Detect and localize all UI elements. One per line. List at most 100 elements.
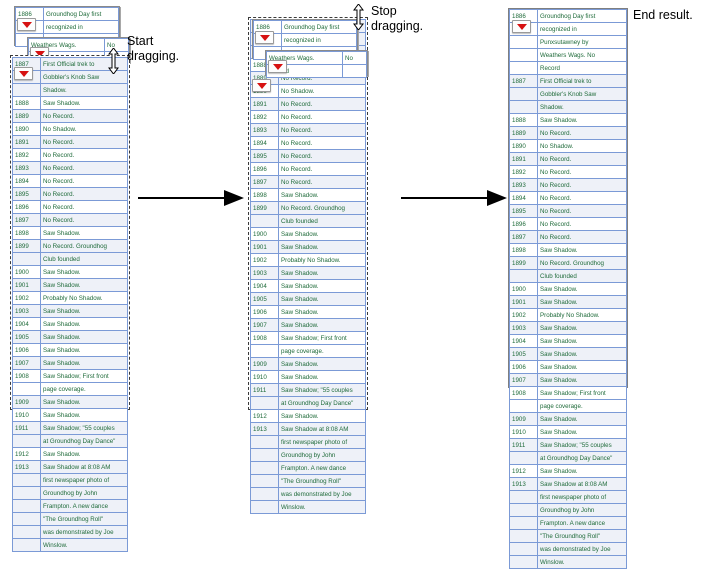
cell-year[interactable] xyxy=(250,214,279,228)
cell-text[interactable]: Saw Shadow. xyxy=(537,412,627,426)
cell-year[interactable] xyxy=(509,529,538,543)
cell-year[interactable]: 1892 xyxy=(250,110,279,124)
cell-year[interactable] xyxy=(12,83,41,97)
table-row[interactable]: 1886 Groundhog Day first xyxy=(253,20,357,34)
table-row[interactable]: Record xyxy=(509,61,627,75)
cell-year[interactable]: 1904 xyxy=(509,334,538,348)
cell-year[interactable]: 1891 xyxy=(12,135,41,149)
cell-year[interactable]: 1897 xyxy=(509,230,538,244)
cell-year[interactable]: 1888 xyxy=(12,96,41,110)
cell-text[interactable]: at Groundhog Day Dance" xyxy=(278,396,366,410)
cell-year[interactable]: 1910 xyxy=(250,370,279,384)
cell-year[interactable]: 1905 xyxy=(250,292,279,306)
cell-text[interactable]: No Record. xyxy=(278,110,366,124)
table-row[interactable]: "The Groundhog Roll" xyxy=(12,512,128,526)
red-triangle-dropdown-icon[interactable] xyxy=(255,31,274,44)
cell-year[interactable]: 1903 xyxy=(12,304,41,318)
cell-text[interactable]: No Record. Groundhog xyxy=(40,239,128,253)
cell-text[interactable]: Gobbler's Knob Saw xyxy=(537,87,627,101)
table-row[interactable]: Groundhog by John xyxy=(12,486,128,500)
cell-text[interactable]: page coverage. xyxy=(537,399,627,413)
cell-year[interactable]: 1894 xyxy=(12,174,41,188)
cell-text[interactable]: Gobbler's Knob Saw xyxy=(40,70,128,84)
cell-year[interactable]: 1890 xyxy=(12,122,41,136)
cell-text[interactable]: No Record. xyxy=(537,230,627,244)
cell-text[interactable]: No Record. xyxy=(537,191,627,205)
cell-text[interactable]: Groundhog by John xyxy=(537,503,627,517)
cell-text[interactable]: Groundhog Day first xyxy=(281,20,357,34)
cell-text[interactable]: was demonstrated by Joe xyxy=(278,487,366,501)
cell-text[interactable]: Groundhog Day first xyxy=(43,7,119,21)
cell-text[interactable]: Saw Shadow; First front xyxy=(537,386,627,400)
cell-year[interactable]: 1895 xyxy=(250,149,279,163)
cell-year[interactable]: 1898 xyxy=(250,188,279,202)
cell-year[interactable]: 1909 xyxy=(250,357,279,371)
cell-year[interactable]: 1912 xyxy=(12,447,41,461)
cell-year[interactable] xyxy=(509,100,538,114)
cell-year[interactable] xyxy=(12,382,41,396)
cell-year[interactable] xyxy=(12,499,41,513)
cell-text[interactable]: Saw Shadow. xyxy=(40,317,128,331)
cell-text[interactable]: Groundhog by John xyxy=(40,486,128,500)
cell-year[interactable]: 1889 xyxy=(509,126,538,140)
table-row[interactable]: page coverage. xyxy=(250,344,366,358)
cell-text[interactable]: Saw Shadow. xyxy=(278,188,366,202)
cell-year[interactable]: 1887 xyxy=(509,74,538,88)
cell-text[interactable]: No Record. xyxy=(40,148,128,162)
cell-year[interactable]: 1896 xyxy=(12,200,41,214)
cell-year[interactable]: 1908 xyxy=(509,386,538,400)
cell-year[interactable]: 1910 xyxy=(509,425,538,439)
table-row[interactable]: Gobbler's Knob Saw xyxy=(509,87,627,101)
table-row[interactable]: page coverage. xyxy=(509,399,627,413)
cell-text[interactable]: No Shadow. xyxy=(537,139,627,153)
cell-text[interactable]: Saw Shadow; "55 couples xyxy=(278,383,366,397)
cell-text[interactable]: No Record. xyxy=(40,161,128,175)
cell-text[interactable]: Winslow. xyxy=(537,555,627,569)
table-row[interactable]: Shadow. xyxy=(12,83,128,97)
cell-text[interactable]: Shadow. xyxy=(40,83,128,97)
table-row[interactable]: Groundhog by John xyxy=(250,448,366,462)
cell-text[interactable]: Saw Shadow. xyxy=(537,425,627,439)
cell-year[interactable]: 1913 xyxy=(250,422,279,436)
cell-text[interactable]: No Record. xyxy=(537,126,627,140)
cell-year[interactable]: 1909 xyxy=(509,412,538,426)
cell-text[interactable]: No Record. xyxy=(537,165,627,179)
cell-text[interactable]: Saw Shadow at 8:08 AM xyxy=(537,477,627,491)
cell-text[interactable]: Saw Shadow. xyxy=(40,395,128,409)
cell-text[interactable]: Saw Shadow. xyxy=(278,292,366,306)
cell-year[interactable] xyxy=(509,490,538,504)
cell-text[interactable]: Saw Shadow. xyxy=(537,295,627,309)
cell-text[interactable]: Saw Shadow. xyxy=(278,240,366,254)
cell-year[interactable] xyxy=(250,461,279,475)
cell-year[interactable]: 1900 xyxy=(250,227,279,241)
cell-text[interactable]: Saw Shadow. xyxy=(278,227,366,241)
cell-text[interactable]: No Record. xyxy=(278,149,366,163)
cell-year[interactable] xyxy=(509,61,538,75)
cell-year[interactable]: 1893 xyxy=(509,178,538,192)
cell-year[interactable] xyxy=(509,555,538,569)
